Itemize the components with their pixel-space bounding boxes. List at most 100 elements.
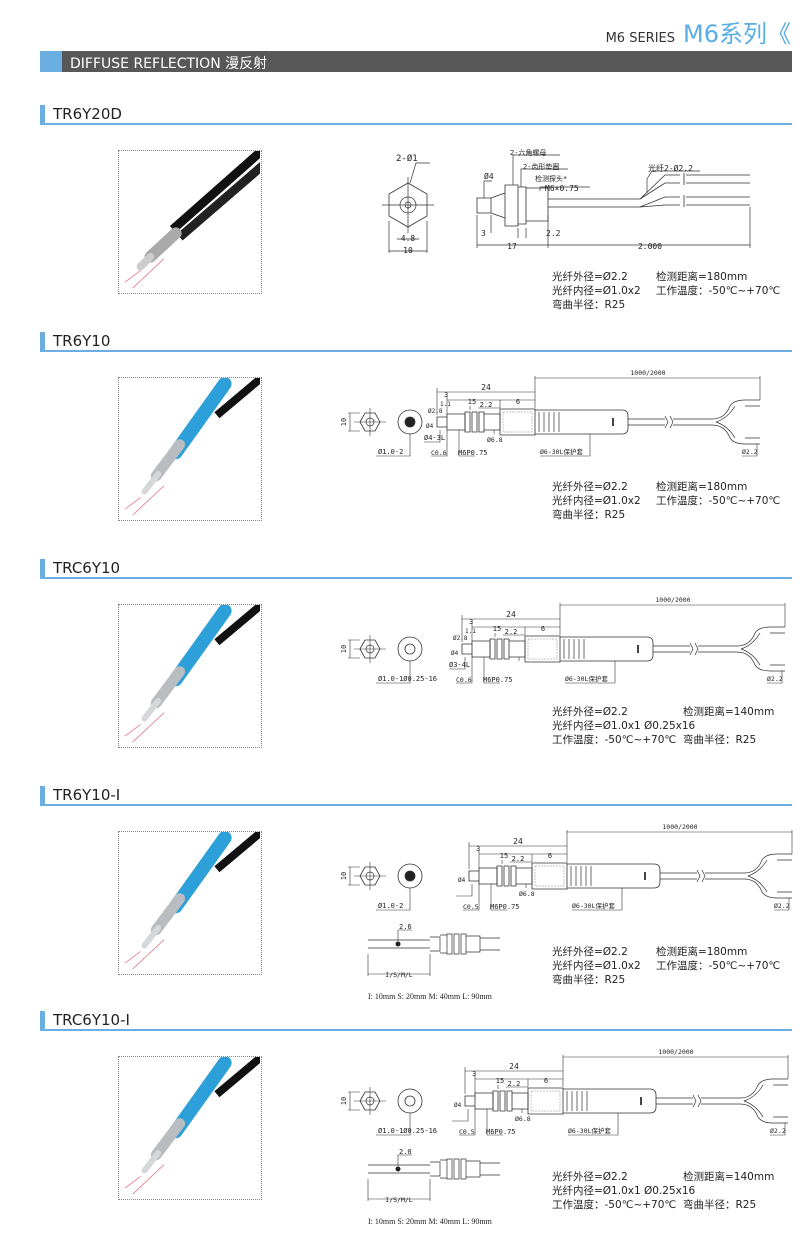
- metal-probe: [150, 893, 186, 936]
- spec-line: 弯曲半径：R25: [552, 974, 626, 986]
- title-accent: [40, 105, 45, 123]
- dim-label-d6: 6: [544, 1077, 548, 1085]
- dim-label-d6: 6: [516, 398, 520, 406]
- model-title-bar: TRC6Y10-I: [40, 1011, 792, 1031]
- banner-title: DIFFUSE REFLECTION 漫反射: [70, 56, 268, 72]
- housing-inner: [502, 411, 533, 433]
- light-beam-arrows: [124, 258, 165, 289]
- spec-line: 光纤内径=Ø1.0x2: [552, 495, 641, 507]
- dim-label-d4: Ø4: [451, 650, 459, 657]
- drawing-line: [486, 1109, 503, 1136]
- drawing-line: [563, 1088, 588, 1114]
- drawing-line: [461, 640, 491, 658]
- dim-label-front: Ø1.0-2: [378, 902, 403, 910]
- fiber-probe-image: [124, 143, 269, 289]
- drawing-line: [559, 603, 786, 635]
- drawing-line: [388, 221, 428, 253]
- drawing-line: [520, 168, 568, 187]
- spec-line: 检测距离=180mm: [656, 271, 748, 283]
- drawing-line: [698, 626, 785, 672]
- drawing-line: [436, 388, 535, 415]
- dim-label-d4: Ø4: [458, 877, 466, 884]
- drawing-line: [469, 406, 500, 410]
- dim-label-d68: Ø6.8: [487, 436, 503, 444]
- drawing-line: [459, 1109, 476, 1136]
- dim-label-d3: 3: [469, 618, 473, 626]
- dim-label-d6: 6: [548, 852, 552, 860]
- drawing-line: [767, 671, 783, 684]
- title-accent: [40, 1011, 45, 1029]
- dim-label-d15: 15: [493, 625, 501, 633]
- title-accent: [40, 559, 45, 577]
- drawing-line: [496, 865, 533, 887]
- dim-label-c: C0.5: [463, 903, 479, 911]
- drawing-line: [452, 1109, 469, 1122]
- dim-label-d24: 24: [513, 837, 523, 846]
- model-name: TR6Y10-I: [53, 786, 121, 804]
- drawing-line: [504, 184, 549, 227]
- dim-label-len: 2.000: [638, 242, 662, 251]
- model-title-bar: TR6Y10: [40, 332, 792, 352]
- dim-label-hex: 10: [340, 645, 348, 653]
- dim-label-d22: 2.2: [505, 628, 518, 636]
- dim-label-small_d: 2.6: [399, 923, 412, 931]
- category-banner: DIFFUSE REFLECTION 漫反射: [40, 51, 792, 72]
- dim-label-l3: 3: [481, 229, 486, 238]
- fiber-probe-image: [124, 1050, 269, 1195]
- dim-label-l22: 2.2: [546, 229, 561, 238]
- dim-label-small_len: I/S/M/L: [385, 971, 412, 979]
- spec-line: 光纤外径=Ø2.2: [552, 1171, 628, 1183]
- dim-label-d28: Ø2.8: [428, 408, 443, 415]
- nut-hole: [365, 417, 375, 427]
- spec-line: 光纤外径=Ø2.2: [552, 271, 628, 283]
- spec-line: 光纤外径=Ø2.2: [552, 706, 628, 718]
- spec-line: 工作温度：-50℃~+70℃: [552, 1199, 677, 1211]
- fiber-probe-image: [124, 598, 269, 743]
- drawing-line: [461, 615, 560, 642]
- fiber-cable: [169, 143, 269, 233]
- fiber-cable: [214, 825, 269, 873]
- spec-line: 工作温度：-50℃~+70℃: [552, 734, 677, 746]
- drawing-line: [376, 434, 411, 457]
- dim-label-d15: 15: [496, 1077, 504, 1085]
- spec-line: 检测距离=140mm: [683, 1171, 775, 1183]
- drawing-line: [409, 162, 430, 184]
- drawing-line: [683, 173, 750, 207]
- spec-line: 工作温度：-50℃~+70℃: [656, 960, 781, 972]
- dim-label-len: 1000/2000: [655, 596, 690, 604]
- indicator-slot: [644, 872, 646, 880]
- dim-label-hex: 10: [340, 872, 348, 880]
- product-photo: [118, 371, 269, 521]
- dim-label-d3: 3: [444, 391, 448, 399]
- drawing-line: [446, 396, 535, 414]
- dim-label-front: Ø1.0-1Ø0.25-16: [378, 1127, 437, 1135]
- dim-label-c: C0.6: [431, 449, 447, 457]
- drawing-line: [492, 1090, 529, 1112]
- drawing-line: [494, 633, 525, 637]
- detection-spot: [395, 1166, 401, 1172]
- drawing-line: [382, 177, 434, 233]
- dim-label-thread: M6P0.75: [458, 449, 488, 457]
- dim-label-len: 1000/2000: [630, 369, 665, 377]
- probe-tip: [141, 1150, 162, 1174]
- drawing-line: [348, 1087, 386, 1115]
- nut-hole: [365, 644, 375, 654]
- dim-label-small_len: I/S/M/L: [385, 1196, 412, 1204]
- light-beam-arrows: [124, 485, 165, 516]
- drawing-line: [562, 1055, 789, 1087]
- housing-inner: [527, 638, 558, 660]
- dim-label-front: Ø1.0-1Ø0.25-16: [378, 675, 437, 683]
- drawing-line: [592, 863, 661, 889]
- drawing-line: [660, 869, 706, 883]
- spec-line: 光纤内径=Ø1.0x1 Ø0.25x16: [552, 1185, 696, 1197]
- model-title-bar: TRC6Y10: [40, 559, 792, 579]
- fiber-core: [404, 643, 416, 655]
- spec-line: 工作温度：-50℃~+70℃: [656, 495, 781, 507]
- dim-label-nut: 2-六角螺母: [510, 148, 546, 157]
- fiber-core: [404, 870, 416, 882]
- drawing-line: [468, 842, 567, 869]
- drawing-line: [424, 430, 441, 443]
- drawing-line: [376, 888, 411, 911]
- model-name: TR6Y20D: [53, 105, 122, 123]
